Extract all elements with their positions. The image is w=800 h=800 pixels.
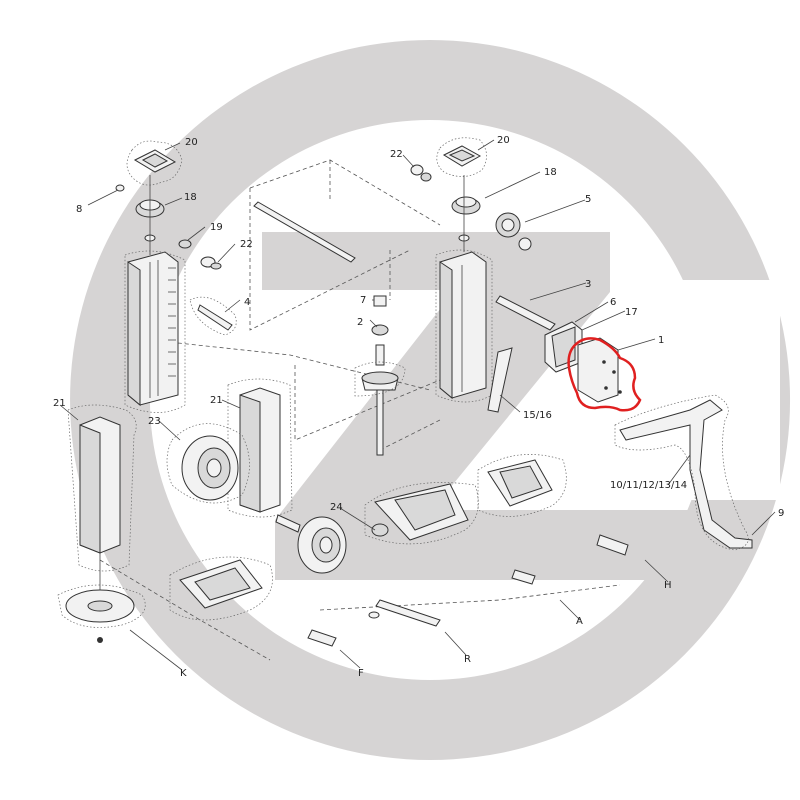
assembly-guide-lines (99, 159, 621, 661)
watermark-ring-gap (660, 280, 780, 500)
label-A: A (576, 616, 583, 627)
label-1: 1 (658, 335, 664, 346)
label-4: 4 (244, 297, 250, 308)
label-K: K (180, 668, 187, 679)
label-15-16: 15/16 (523, 410, 552, 421)
label-F: F (358, 668, 364, 679)
foot-plate-F (169, 556, 337, 647)
highlight-outline (567, 337, 642, 412)
foot-plate-H (477, 454, 629, 556)
center-spindle (354, 295, 406, 456)
watermark-z (262, 232, 690, 580)
label-7: 7 (360, 295, 366, 306)
label-22-right: 22 (390, 149, 403, 160)
label-R: R (464, 654, 471, 665)
inner-tube (227, 378, 293, 518)
watermark-logo (70, 40, 791, 761)
label-21-left: 21 (53, 398, 66, 409)
label-3: 3 (585, 279, 591, 290)
label-18-right: 18 (544, 167, 557, 178)
label-8: 8 (76, 204, 82, 215)
long-shaft (253, 201, 356, 263)
wheel-23 (166, 423, 250, 504)
label-20-right: 20 (497, 135, 510, 146)
label-23: 23 (148, 416, 161, 427)
label-17: 17 (625, 307, 638, 318)
label-H: H (664, 580, 672, 591)
label-9: 9 (778, 508, 784, 519)
label-18-left: 18 (184, 192, 197, 203)
part-labels: 1 2 3 4 5 6 7 8 9 10/11/12/13/14 15/16 1… (53, 135, 784, 679)
foot-plate-A (364, 482, 536, 585)
label-21-middle: 21 (210, 395, 223, 406)
foot-plate-R (368, 599, 441, 627)
wheel-lower (275, 514, 347, 574)
label-24: 24 (330, 502, 343, 513)
label-2: 2 (357, 317, 363, 328)
label-22-left: 22 (240, 239, 253, 250)
crank-handle (614, 394, 753, 551)
label-10-14: 10/11/12/13/14 (610, 480, 687, 491)
left-column-assembly (115, 140, 237, 413)
label-19: 19 (210, 222, 223, 233)
left-outer-tube (57, 404, 146, 643)
label-5: 5 (585, 194, 591, 205)
leader-lines (59, 139, 776, 671)
label-20-left: 20 (185, 137, 198, 148)
label-6: 6 (610, 297, 616, 308)
